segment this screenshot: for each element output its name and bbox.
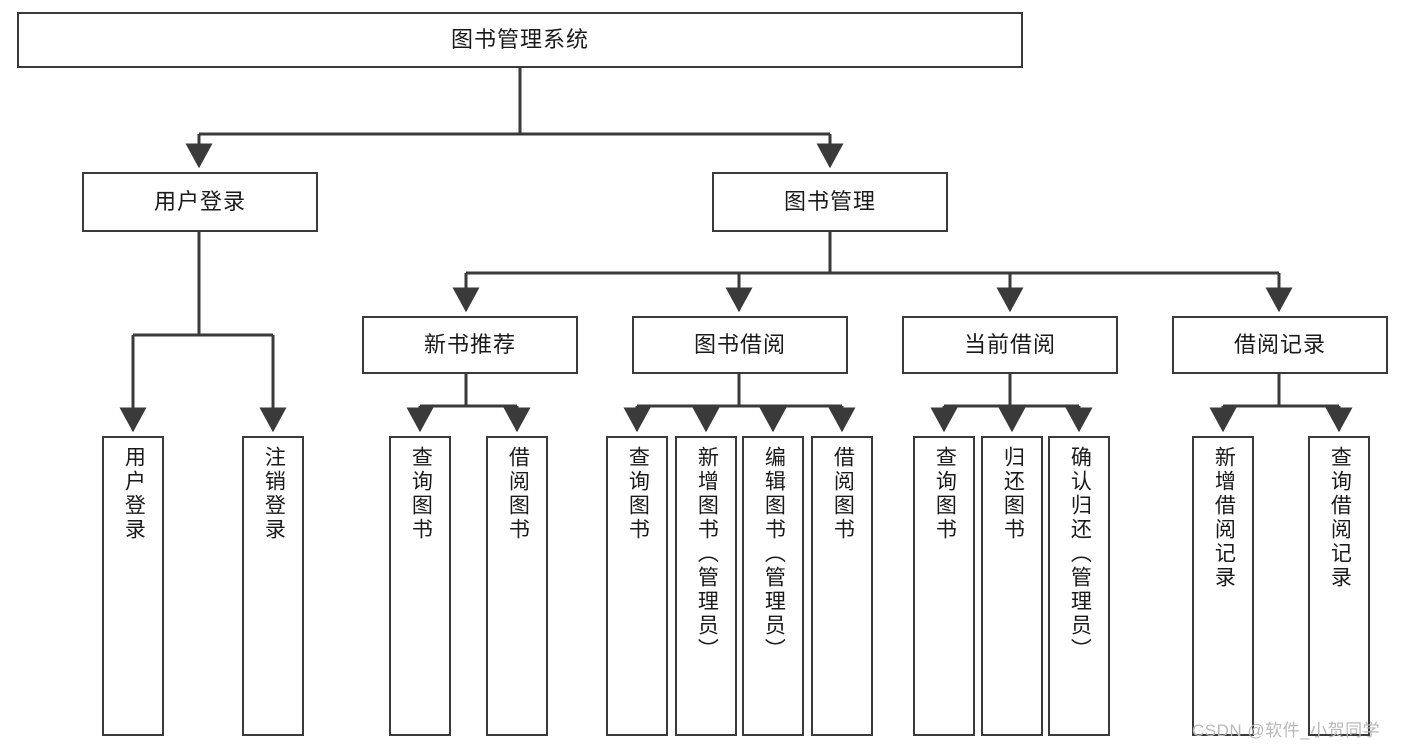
node-book-borrow-label: 图书借阅: [693, 331, 786, 357]
leaf-query-borrow-record[interactable]: 查询借阅记录: [1308, 436, 1370, 736]
node-new-book-rec-label: 新书推荐: [423, 331, 516, 357]
leaf-add-book-admin[interactable]: 新增图书（管理员）: [675, 436, 737, 736]
leaf-edit-book-admin[interactable]: 编辑图书（管理员）: [742, 436, 804, 736]
node-new-book-rec[interactable]: 新书推荐: [362, 316, 578, 374]
leaf-edit-book-admin-label: 编辑图书（管理员）: [762, 446, 786, 662]
leaf-query-book-1[interactable]: 查询图书: [389, 436, 451, 736]
leaf-add-borrow-record-label: 新增借阅记录: [1212, 446, 1236, 590]
leaf-query-book-2-label: 查询图书: [626, 446, 650, 542]
node-borrow-record-label: 借阅记录: [1233, 331, 1326, 357]
leaf-borrow-book-2-label: 借阅图书: [831, 446, 855, 542]
leaf-borrow-book-1-label: 借阅图书: [506, 446, 530, 542]
leaf-add-borrow-record[interactable]: 新增借阅记录: [1192, 436, 1254, 736]
csdn-watermark: CSDN @软件_小贺同学: [1192, 721, 1381, 740]
leaf-confirm-return-admin[interactable]: 确认归还（管理员）: [1048, 436, 1110, 736]
leaf-query-book-3[interactable]: 查询图书: [913, 436, 975, 736]
node-root[interactable]: 图书管理系统: [17, 12, 1023, 68]
leaf-logout-login-label: 注销登录: [262, 446, 286, 542]
leaf-borrow-book-2[interactable]: 借阅图书: [811, 436, 873, 736]
node-root-label: 图书管理系统: [450, 26, 589, 52]
node-book-mgmt-label: 图书管理: [783, 188, 876, 214]
leaf-logout-login[interactable]: 注销登录: [242, 436, 304, 736]
leaf-query-book-3-label: 查询图书: [933, 446, 957, 542]
leaf-confirm-return-admin-label: 确认归还（管理员）: [1068, 446, 1092, 662]
node-borrow-record[interactable]: 借阅记录: [1172, 316, 1388, 374]
leaf-query-book-1-label: 查询图书: [409, 446, 433, 542]
leaf-query-borrow-record-label: 查询借阅记录: [1328, 446, 1352, 590]
node-current-borrow[interactable]: 当前借阅: [902, 316, 1118, 374]
leaf-add-book-admin-label: 新增图书（管理员）: [695, 446, 719, 662]
node-book-mgmt[interactable]: 图书管理: [712, 172, 948, 232]
leaf-query-book-2[interactable]: 查询图书: [606, 436, 668, 736]
node-book-borrow[interactable]: 图书借阅: [632, 316, 848, 374]
node-user-login-label: 用户登录: [153, 188, 246, 214]
leaf-user-login-label: 用户登录: [122, 446, 146, 542]
node-user-login[interactable]: 用户登录: [82, 172, 318, 232]
node-current-borrow-label: 当前借阅: [963, 331, 1056, 357]
leaf-borrow-book-1[interactable]: 借阅图书: [486, 436, 548, 736]
leaf-user-login[interactable]: 用户登录: [102, 436, 164, 736]
leaf-return-book-label: 归还图书: [1001, 446, 1025, 542]
leaf-return-book[interactable]: 归还图书: [981, 436, 1043, 736]
